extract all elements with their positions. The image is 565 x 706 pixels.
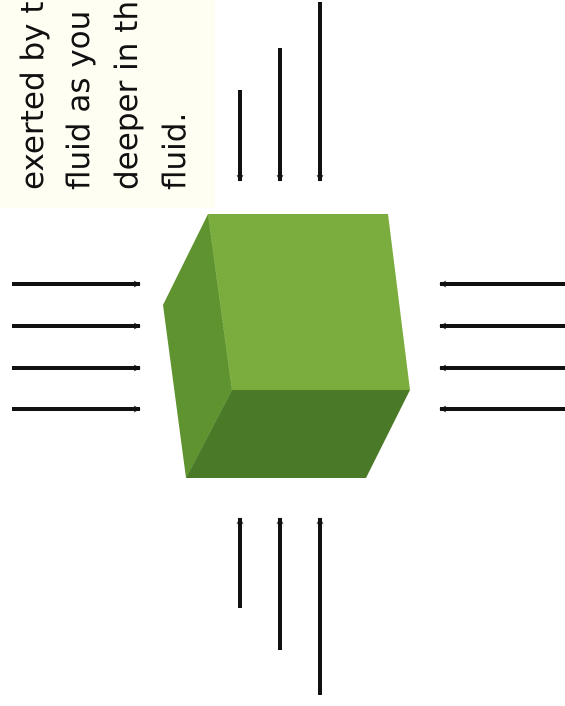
cube: [163, 214, 410, 478]
arrows-from-top: [236, 2, 324, 182]
caption-panel: exerted by the fluid as you go deeper in…: [0, 0, 215, 208]
arrows-from-bottom: [236, 517, 324, 695]
cube-bottom-face: [186, 390, 410, 478]
cube-side-face: [163, 214, 232, 478]
arrows-from-right: [439, 280, 565, 413]
cube-front-face: [208, 214, 410, 390]
arrows-from-left: [12, 280, 141, 413]
